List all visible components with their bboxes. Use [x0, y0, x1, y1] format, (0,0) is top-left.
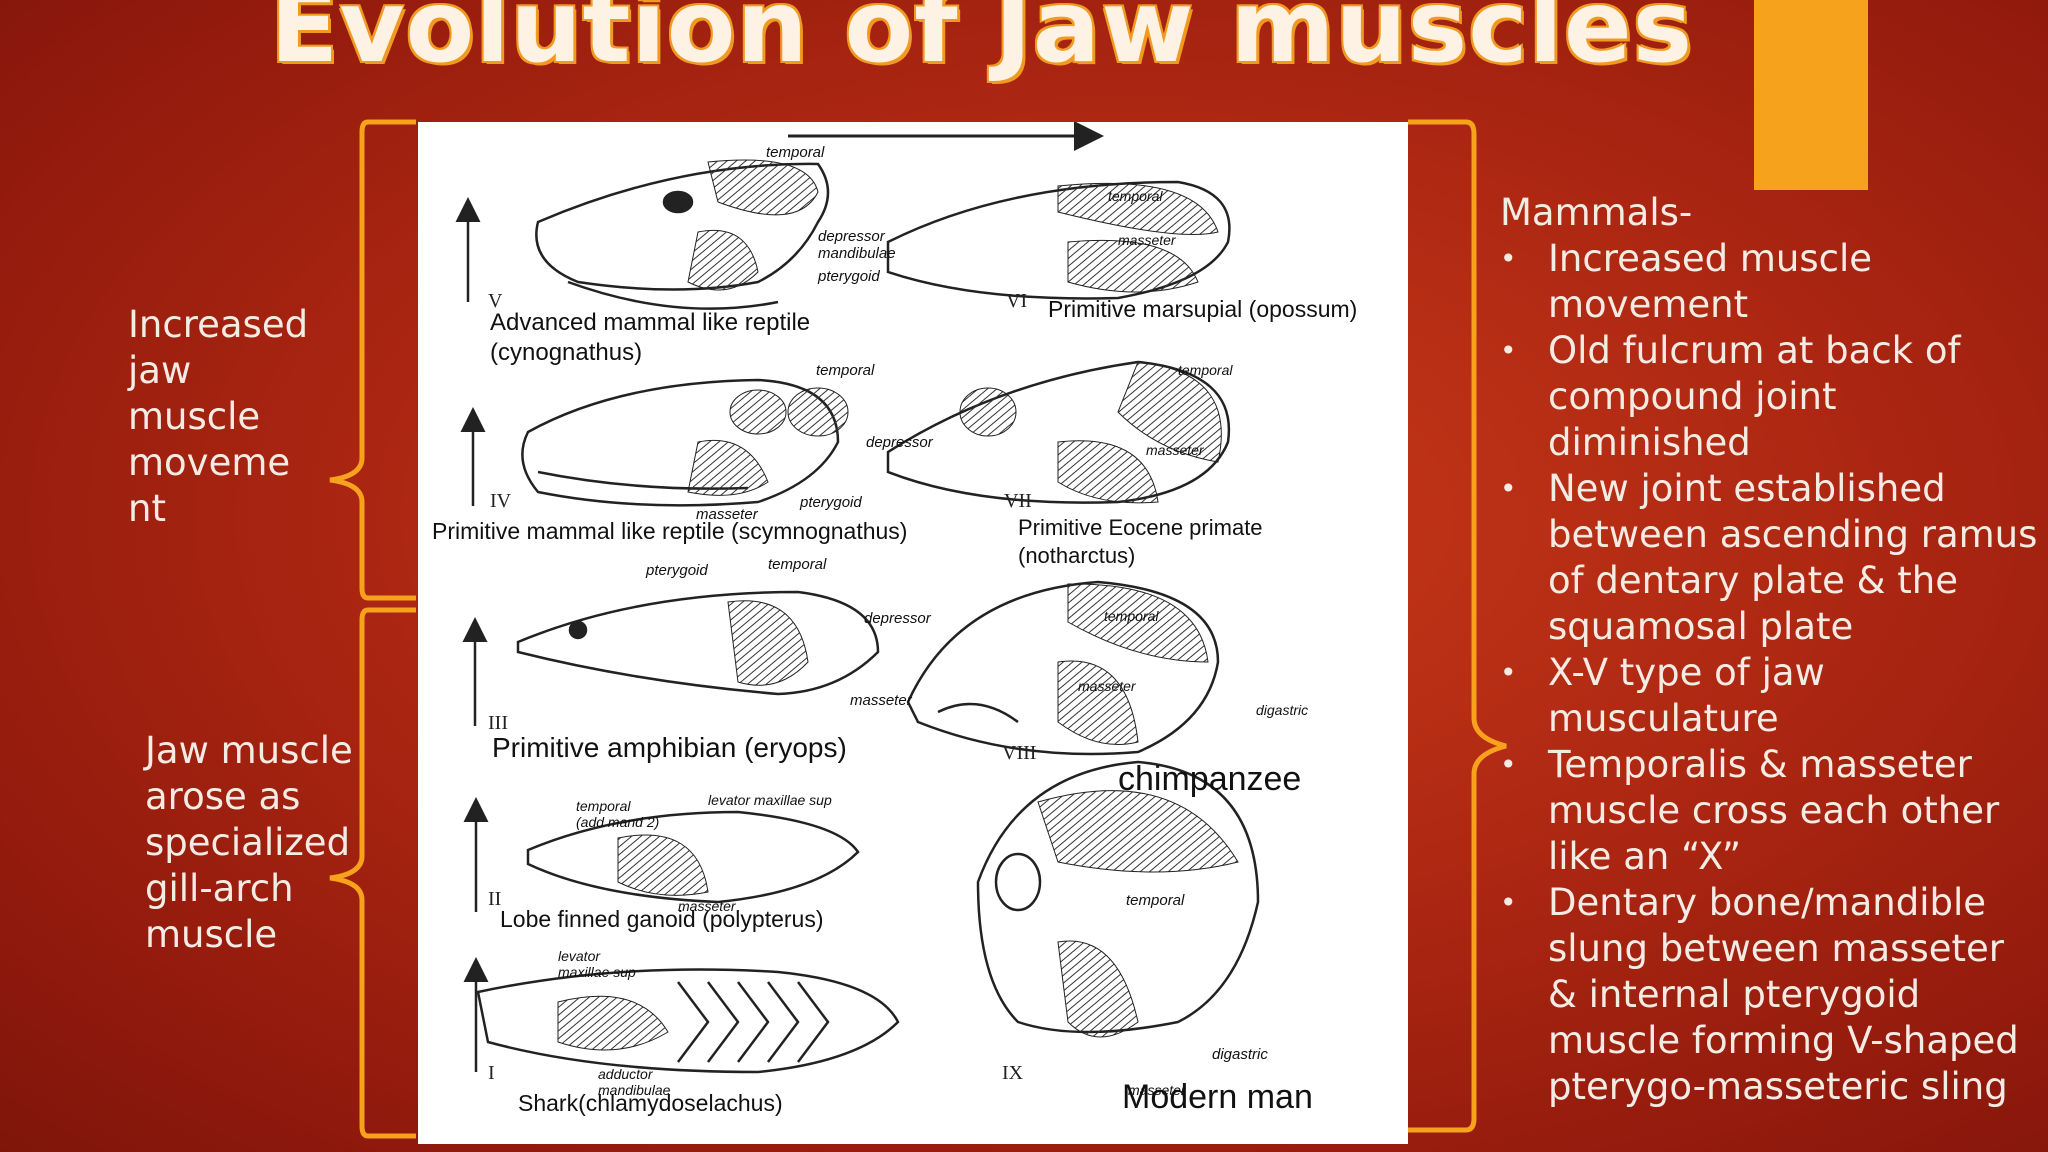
numeral-vii: VII — [1004, 490, 1032, 512]
numeral-iii: III — [488, 712, 508, 734]
muscle-label-levator-maxillae-ii: levator maxillae sup — [708, 792, 832, 808]
muscle-label-masseter-iv: masseter — [696, 506, 758, 523]
bullet-icon: • — [1500, 242, 1517, 275]
muscle-label-levator-maxillae-i: levator maxillae sup — [558, 948, 636, 980]
mammals-heading: Mammals- — [1500, 191, 1693, 234]
list-item: •Temporalis & masseter muscle cross each… — [1500, 743, 2000, 878]
lower-left-brace — [329, 607, 416, 1139]
numeral-vi: VI — [1006, 290, 1028, 312]
muscle-label-depressor-mandibulae: depressor mandibulae — [818, 228, 896, 262]
caption-chlamydoselachus: Shark(chlamydoselachus) — [518, 1090, 783, 1116]
figure-sketches — [455, 122, 1260, 1074]
muscle-label-masseter-ii: masseter — [678, 898, 736, 914]
muscle-label-temporal-ix: temporal — [1126, 892, 1185, 909]
muscle-label-masseter-viii: masseter — [1078, 678, 1136, 694]
caption-eryops: Primitive amphibian (eryops) — [492, 732, 847, 763]
caption-chimpanzee: chimpanzee — [1118, 760, 1302, 798]
caption-opossum: Primitive marsupial (opossum) — [1048, 296, 1358, 322]
numeral-ii: II — [488, 888, 502, 910]
muscle-label-masseter-vi: masseter — [1118, 232, 1176, 248]
muscle-label-temporal: temporal — [766, 144, 825, 161]
list-item: •New joint established between ascending… — [1500, 467, 2038, 648]
muscle-label-temporal-iii: temporal — [768, 556, 827, 573]
muscle-label-temporal-ii: temporal (add mand 2) — [576, 798, 660, 830]
bullet-icon: • — [1500, 886, 1517, 919]
numeral-viii: VIII — [1002, 742, 1037, 764]
cynognathus-skull — [535, 162, 830, 310]
muscle-label-depressor-iii: depressor — [864, 610, 931, 627]
caption-modern-man: Modern man — [1122, 1078, 1313, 1116]
bullet-icon: • — [1500, 748, 1517, 781]
list-item: •Dentary bone/mandible slung between mas… — [1500, 881, 2019, 1108]
caption-scymnognathus: Primitive mammal like reptile (scymnogna… — [432, 518, 908, 544]
muscle-label-digastric-ix: digastric — [1212, 1046, 1268, 1063]
muscle-label-pterygoid: pterygoid — [818, 268, 880, 285]
muscle-label-depressor-iv: depressor — [866, 434, 933, 451]
muscle-label-masseter-vii: masseter — [1146, 442, 1204, 458]
muscle-label-digastric-viii: digastric — [1256, 702, 1309, 718]
right-brace — [1408, 119, 1507, 1133]
gill-arch-origin-label: Jaw muscle arose as specialized gill-arc… — [145, 729, 353, 956]
numeral-i: I — [488, 1062, 495, 1084]
list-item: •X-V type of jaw musculature — [1500, 651, 1825, 740]
muscle-label-masseter-iii: masseter — [850, 692, 912, 709]
muscle-label-temporal-vii: temporal — [1178, 362, 1233, 378]
muscle-label-temporal-viii: temporal — [1104, 608, 1159, 624]
mammals-bullet-list: •Increased muscle movement •Old fulcrum … — [1500, 236, 2040, 1110]
numeral-v: V — [488, 290, 503, 312]
list-item: •Old fulcrum at back of compound joint d… — [1500, 329, 1961, 464]
mammals-notes: Mammals- •Increased muscle movement •Old… — [1500, 190, 2040, 1110]
muscle-label-adductor-mandibulae: adductor mandibulae — [598, 1066, 671, 1098]
caption-notharctus: Primitive Eocene primate (notharctus) — [1018, 515, 1263, 568]
muscle-label-pterygoid-iii: pterygoid — [646, 562, 708, 579]
muscle-label-pterygoid-iv: pterygoid — [800, 494, 862, 511]
caption-polypterus: Lobe finned ganoid (polypterus) — [500, 906, 824, 932]
muscle-label-temporal-iv: temporal — [816, 362, 875, 379]
bullet-icon: • — [1500, 334, 1517, 367]
numeral-ix: IX — [1002, 1062, 1024, 1084]
jaw-muscle-figure: V IV III II I VI VII VIII IX temporal de… — [418, 122, 1408, 1144]
caption-cynognathus: Advanced mammal like reptile (cynognathu… — [490, 309, 811, 366]
muscle-label-masseter-ix: masseter — [1128, 1082, 1186, 1098]
bullet-icon: • — [1500, 656, 1517, 689]
bullet-icon: • — [1500, 472, 1517, 505]
increased-jaw-muscle-label: Increased jaw muscle moveme nt — [128, 303, 309, 530]
slide-title: Evolution of Jaw muscles — [270, 0, 1694, 85]
numeral-iv: IV — [490, 490, 512, 512]
upper-left-brace — [329, 119, 416, 601]
accent-bar — [1754, 0, 1868, 190]
list-item: •Increased muscle movement — [1500, 237, 1872, 326]
muscle-label-temporal-vi: temporal — [1108, 188, 1163, 204]
